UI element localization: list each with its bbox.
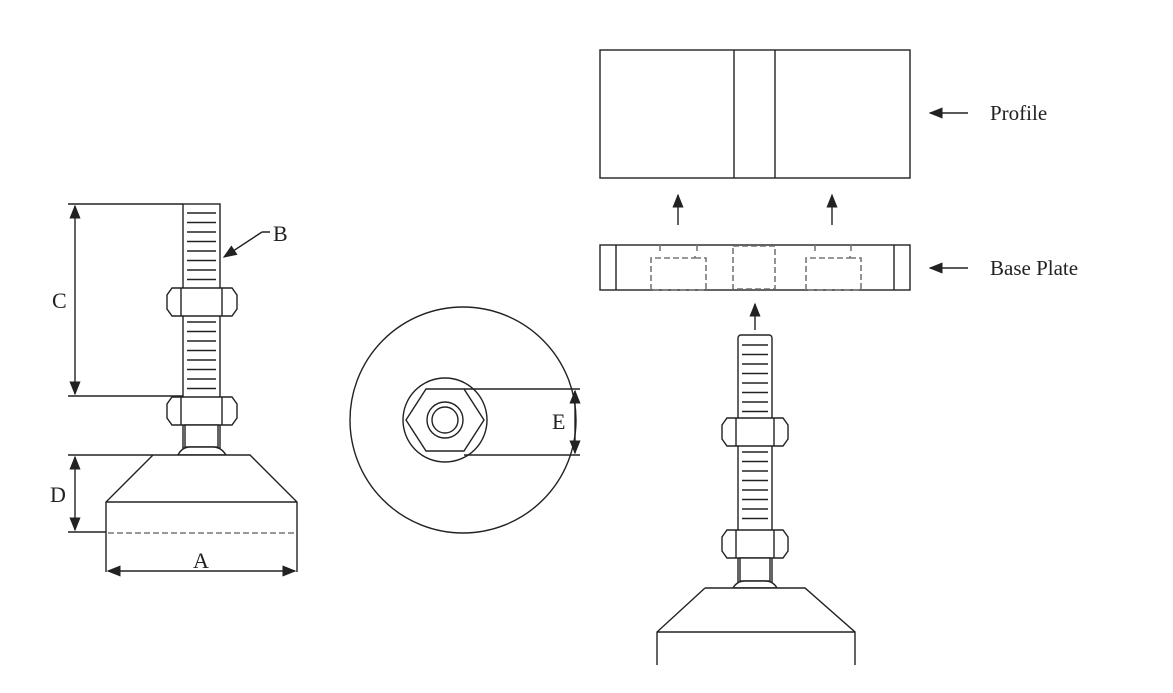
- hex-nut: [405, 388, 485, 452]
- label-profile: Profile: [990, 101, 1047, 125]
- assembly-lower-nut: [721, 529, 789, 559]
- thread-lines: [187, 212, 216, 390]
- label-base-plate: Base Plate: [990, 256, 1078, 280]
- collar: [176, 446, 228, 456]
- base-plate: [599, 244, 911, 291]
- base-pad: [105, 454, 298, 572]
- lower-nut: [166, 396, 238, 426]
- assembly-base-pad: [656, 587, 856, 665]
- label-a: A: [193, 548, 209, 573]
- label-b: B: [273, 221, 288, 246]
- side-view-leveler: C D A B: [50, 203, 298, 577]
- profile-block: [599, 49, 911, 179]
- upper-nut: [166, 287, 238, 317]
- dimension-b-leader: [224, 231, 270, 257]
- assembly-upper-nut: [721, 417, 789, 447]
- label-c: C: [52, 288, 67, 313]
- stem: [184, 424, 219, 448]
- label-e: E: [552, 409, 565, 434]
- collar-circle: [402, 377, 488, 463]
- label-d: D: [50, 482, 66, 507]
- top-view-leveler: E: [349, 306, 581, 534]
- assembly-view: Profile Base Plate: [599, 49, 1078, 665]
